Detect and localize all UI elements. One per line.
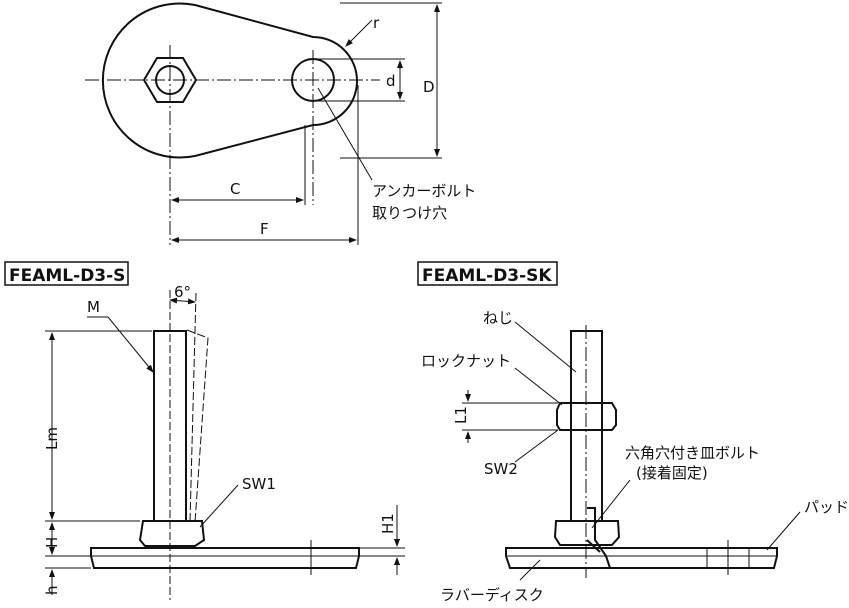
- top-view: D d r C F アンカーボルト 取りつけ穴: [85, 2, 476, 245]
- bolt-label-2: (接着固定): [636, 464, 708, 482]
- SW1-label: SW1: [242, 475, 276, 493]
- H-label: H: [43, 537, 61, 548]
- L1-label: L1: [452, 406, 470, 424]
- left-title: FEAML-D3-S: [9, 266, 125, 286]
- pad: [90, 547, 360, 569]
- D-label: D: [423, 78, 435, 96]
- anchor-label-2: 取りつけ穴: [372, 204, 447, 222]
- H1-label: H1: [379, 513, 397, 534]
- screw-label: ねじ: [483, 309, 513, 327]
- locknut-label: ロックナット: [421, 352, 511, 370]
- rubber-disc: [505, 547, 778, 569]
- h-label: h: [43, 585, 61, 595]
- bolt-label: 六角穴付き皿ボルト: [625, 444, 760, 462]
- right-view: FEAML-D3-SK ねじ ロックナット L1 SW2 六角穴付き皿ボルト (…: [417, 261, 849, 604]
- lock-nut: [556, 402, 617, 431]
- angle-label: 6°: [174, 283, 191, 301]
- d-label: d: [386, 72, 396, 90]
- base-plate-outline: [101, 2, 358, 159]
- anchor-label: アンカーボルト: [372, 182, 476, 200]
- Lm-label: Lm: [43, 427, 61, 450]
- pad-label: パッド: [804, 498, 849, 516]
- right-title: FEAML-D3-SK: [422, 266, 552, 286]
- r-label: r: [373, 14, 380, 32]
- C-label: C: [230, 180, 240, 198]
- hex-nut: [553, 520, 621, 546]
- hex-nut: [138, 520, 206, 547]
- left-view: FEAML-D3-S 6° Lm H h M SW1 H1: [4, 261, 405, 600]
- SW2-label: SW2: [484, 460, 518, 478]
- M-label: M: [87, 298, 100, 316]
- F-label: F: [260, 220, 269, 238]
- rubber-disc-label: ラバーディスク: [440, 586, 544, 604]
